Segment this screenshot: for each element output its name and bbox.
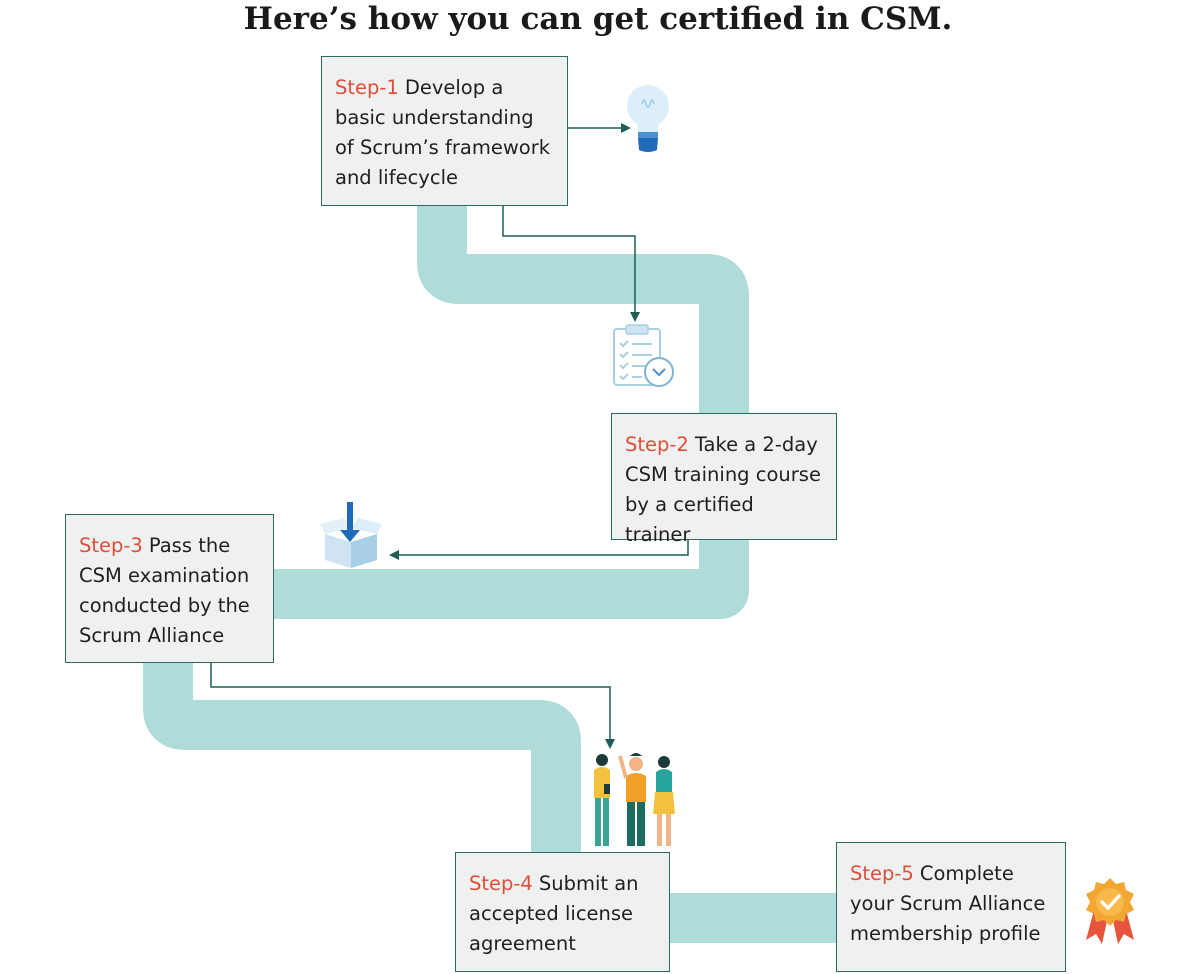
download-box-icon xyxy=(320,502,382,568)
lightbulb-icon xyxy=(627,85,669,152)
award-badge-icon xyxy=(1086,878,1134,944)
team-people-icon xyxy=(594,753,675,846)
step-4-text: Submit an accepted license agreement xyxy=(469,872,639,955)
arrowhead xyxy=(605,739,615,749)
arrowhead xyxy=(621,123,631,133)
step-1-label: Step-1 xyxy=(335,76,399,99)
step-5-text: Complete your Scrum Alliance membership … xyxy=(850,862,1046,945)
arrowhead xyxy=(389,550,399,560)
step-5-label: Step-5 xyxy=(850,862,914,885)
step-1-text: Develop a basic understanding of Scrum’s… xyxy=(335,76,551,189)
step-4-label: Step-4 xyxy=(469,872,533,895)
step-3-label: Step-3 xyxy=(79,534,143,557)
step-2-text: Take a 2-day CSM training course by a ce… xyxy=(625,433,821,546)
checklist-clock-icon xyxy=(613,324,674,387)
page-title: Here’s how you can get certified in CSM. xyxy=(243,1,953,37)
step-2-label: Step-2 xyxy=(625,433,689,456)
arrowhead xyxy=(630,312,640,322)
step-3-text: Pass the CSM examination conducted by th… xyxy=(79,534,250,647)
